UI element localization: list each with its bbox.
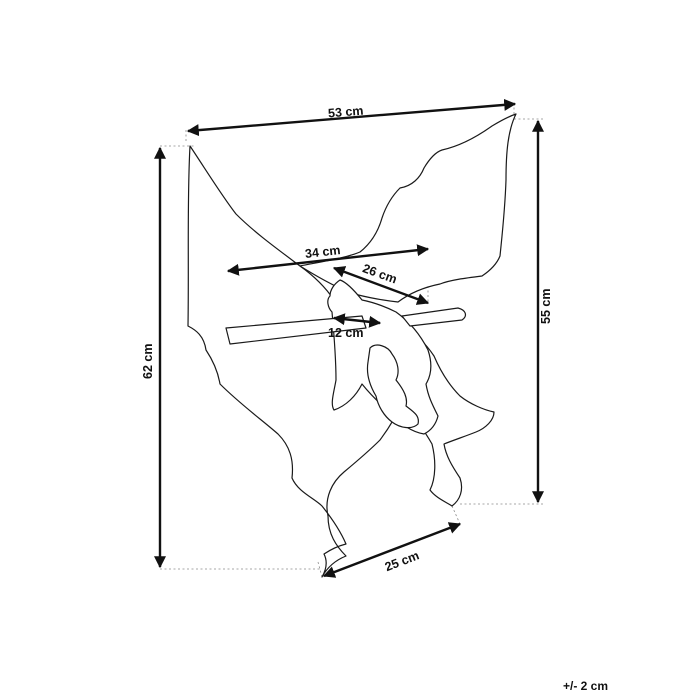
label-shelf-small: 12 cm bbox=[328, 326, 363, 340]
label-height-left: 62 cm bbox=[141, 344, 155, 379]
butterfly-upper-right-wing bbox=[299, 113, 517, 303]
label-height-right: 55 cm bbox=[539, 289, 553, 324]
label-width-top: 53 cm bbox=[327, 104, 363, 121]
dim-line-25 bbox=[322, 522, 462, 578]
dimension-lines bbox=[154, 98, 544, 578]
upper-shelf-board bbox=[401, 307, 467, 327]
main-shelf-board bbox=[225, 315, 367, 345]
dim-line-12 bbox=[332, 313, 382, 328]
label-shelf-width: 34 cm bbox=[304, 243, 341, 261]
dim-line-53 bbox=[186, 98, 517, 137]
dim-line-34 bbox=[226, 244, 430, 276]
shelf-support-wing-fold bbox=[366, 344, 419, 429]
dim-line-26 bbox=[332, 266, 430, 305]
tolerance-note: +/- 2 cm bbox=[563, 679, 608, 693]
